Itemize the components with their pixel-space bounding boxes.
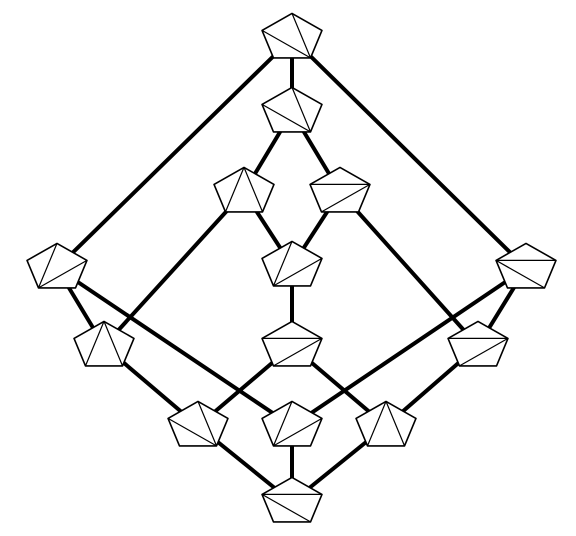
pentagon-node-n3 — [213, 166, 275, 213]
edge-n7-n12b — [290, 266, 528, 428]
pentagon-outline — [355, 400, 417, 447]
pentagon-node-n1 — [261, 12, 323, 59]
pentagon-node-n11 — [167, 400, 229, 447]
triangulation-diagonal — [273, 337, 323, 367]
triangulation-diagonal — [261, 29, 311, 59]
triangulation-diagonal — [321, 183, 371, 213]
pentagon-node-n4 — [26, 242, 88, 289]
pentagon-node-n15 — [261, 476, 323, 523]
nodes-layer — [26, 12, 557, 523]
pentagon-node-n9 — [261, 320, 323, 367]
pentagon-outline — [447, 320, 509, 367]
pentagon-outline — [261, 476, 323, 523]
pentagon-outline — [213, 166, 275, 213]
edge-n1-n7 — [290, 36, 528, 270]
triangulation-diagonal — [243, 167, 264, 213]
triangulation-diagonal — [197, 401, 218, 447]
pentagon-node-n2 — [261, 86, 323, 133]
triangulation-diagonal — [224, 167, 245, 213]
triangulation-diagonal — [38, 259, 88, 289]
triangulation-diagonal — [273, 257, 323, 287]
pentagon-outline — [309, 166, 371, 213]
edge-n1-n4 — [55, 36, 294, 270]
pentagon-node-n5 — [309, 166, 371, 213]
triangulation-diagonal — [84, 321, 105, 367]
triangulation-diagonal — [272, 401, 293, 447]
edge-n5-n10 — [338, 190, 480, 348]
triangulation-diagonal — [272, 241, 293, 287]
pentagon-outline — [495, 242, 557, 289]
edge-n3-n8 — [102, 190, 246, 348]
triangulation-diagonal — [291, 87, 312, 133]
triangulation-diagonal — [459, 337, 509, 367]
pentagon-node-n8 — [73, 320, 135, 367]
pentagon-outline — [261, 320, 323, 367]
triangulation-diagonal — [366, 401, 387, 447]
triangulation-diagonal — [261, 103, 311, 133]
triangulation-diagonal — [495, 259, 545, 289]
edge-n4-n12 — [55, 266, 294, 428]
pentagon-node-n14 — [355, 400, 417, 447]
triangulation-diagonal — [37, 243, 58, 289]
pentagon-outline — [261, 400, 323, 447]
pentagon-outline — [261, 86, 323, 133]
pentagon-node-n6 — [261, 240, 323, 287]
pentagon-outline — [73, 320, 135, 367]
triangulation-diagonal — [261, 493, 311, 523]
pentagon-outline — [167, 400, 229, 447]
triangulation-diagonal — [167, 417, 217, 447]
triangulation-diagonal — [291, 13, 312, 59]
triangulation-diagonal — [273, 417, 323, 447]
pentagon-outline — [261, 240, 323, 287]
pentagon-outline — [261, 12, 323, 59]
pentagon-node-n10 — [447, 320, 509, 367]
pentagon-outline — [26, 242, 88, 289]
triangulation-diagonal — [103, 321, 124, 367]
pentagon-node-n7 — [495, 242, 557, 289]
pentagon-node-n12 — [261, 400, 323, 447]
triangulation-diagonal — [385, 401, 406, 447]
